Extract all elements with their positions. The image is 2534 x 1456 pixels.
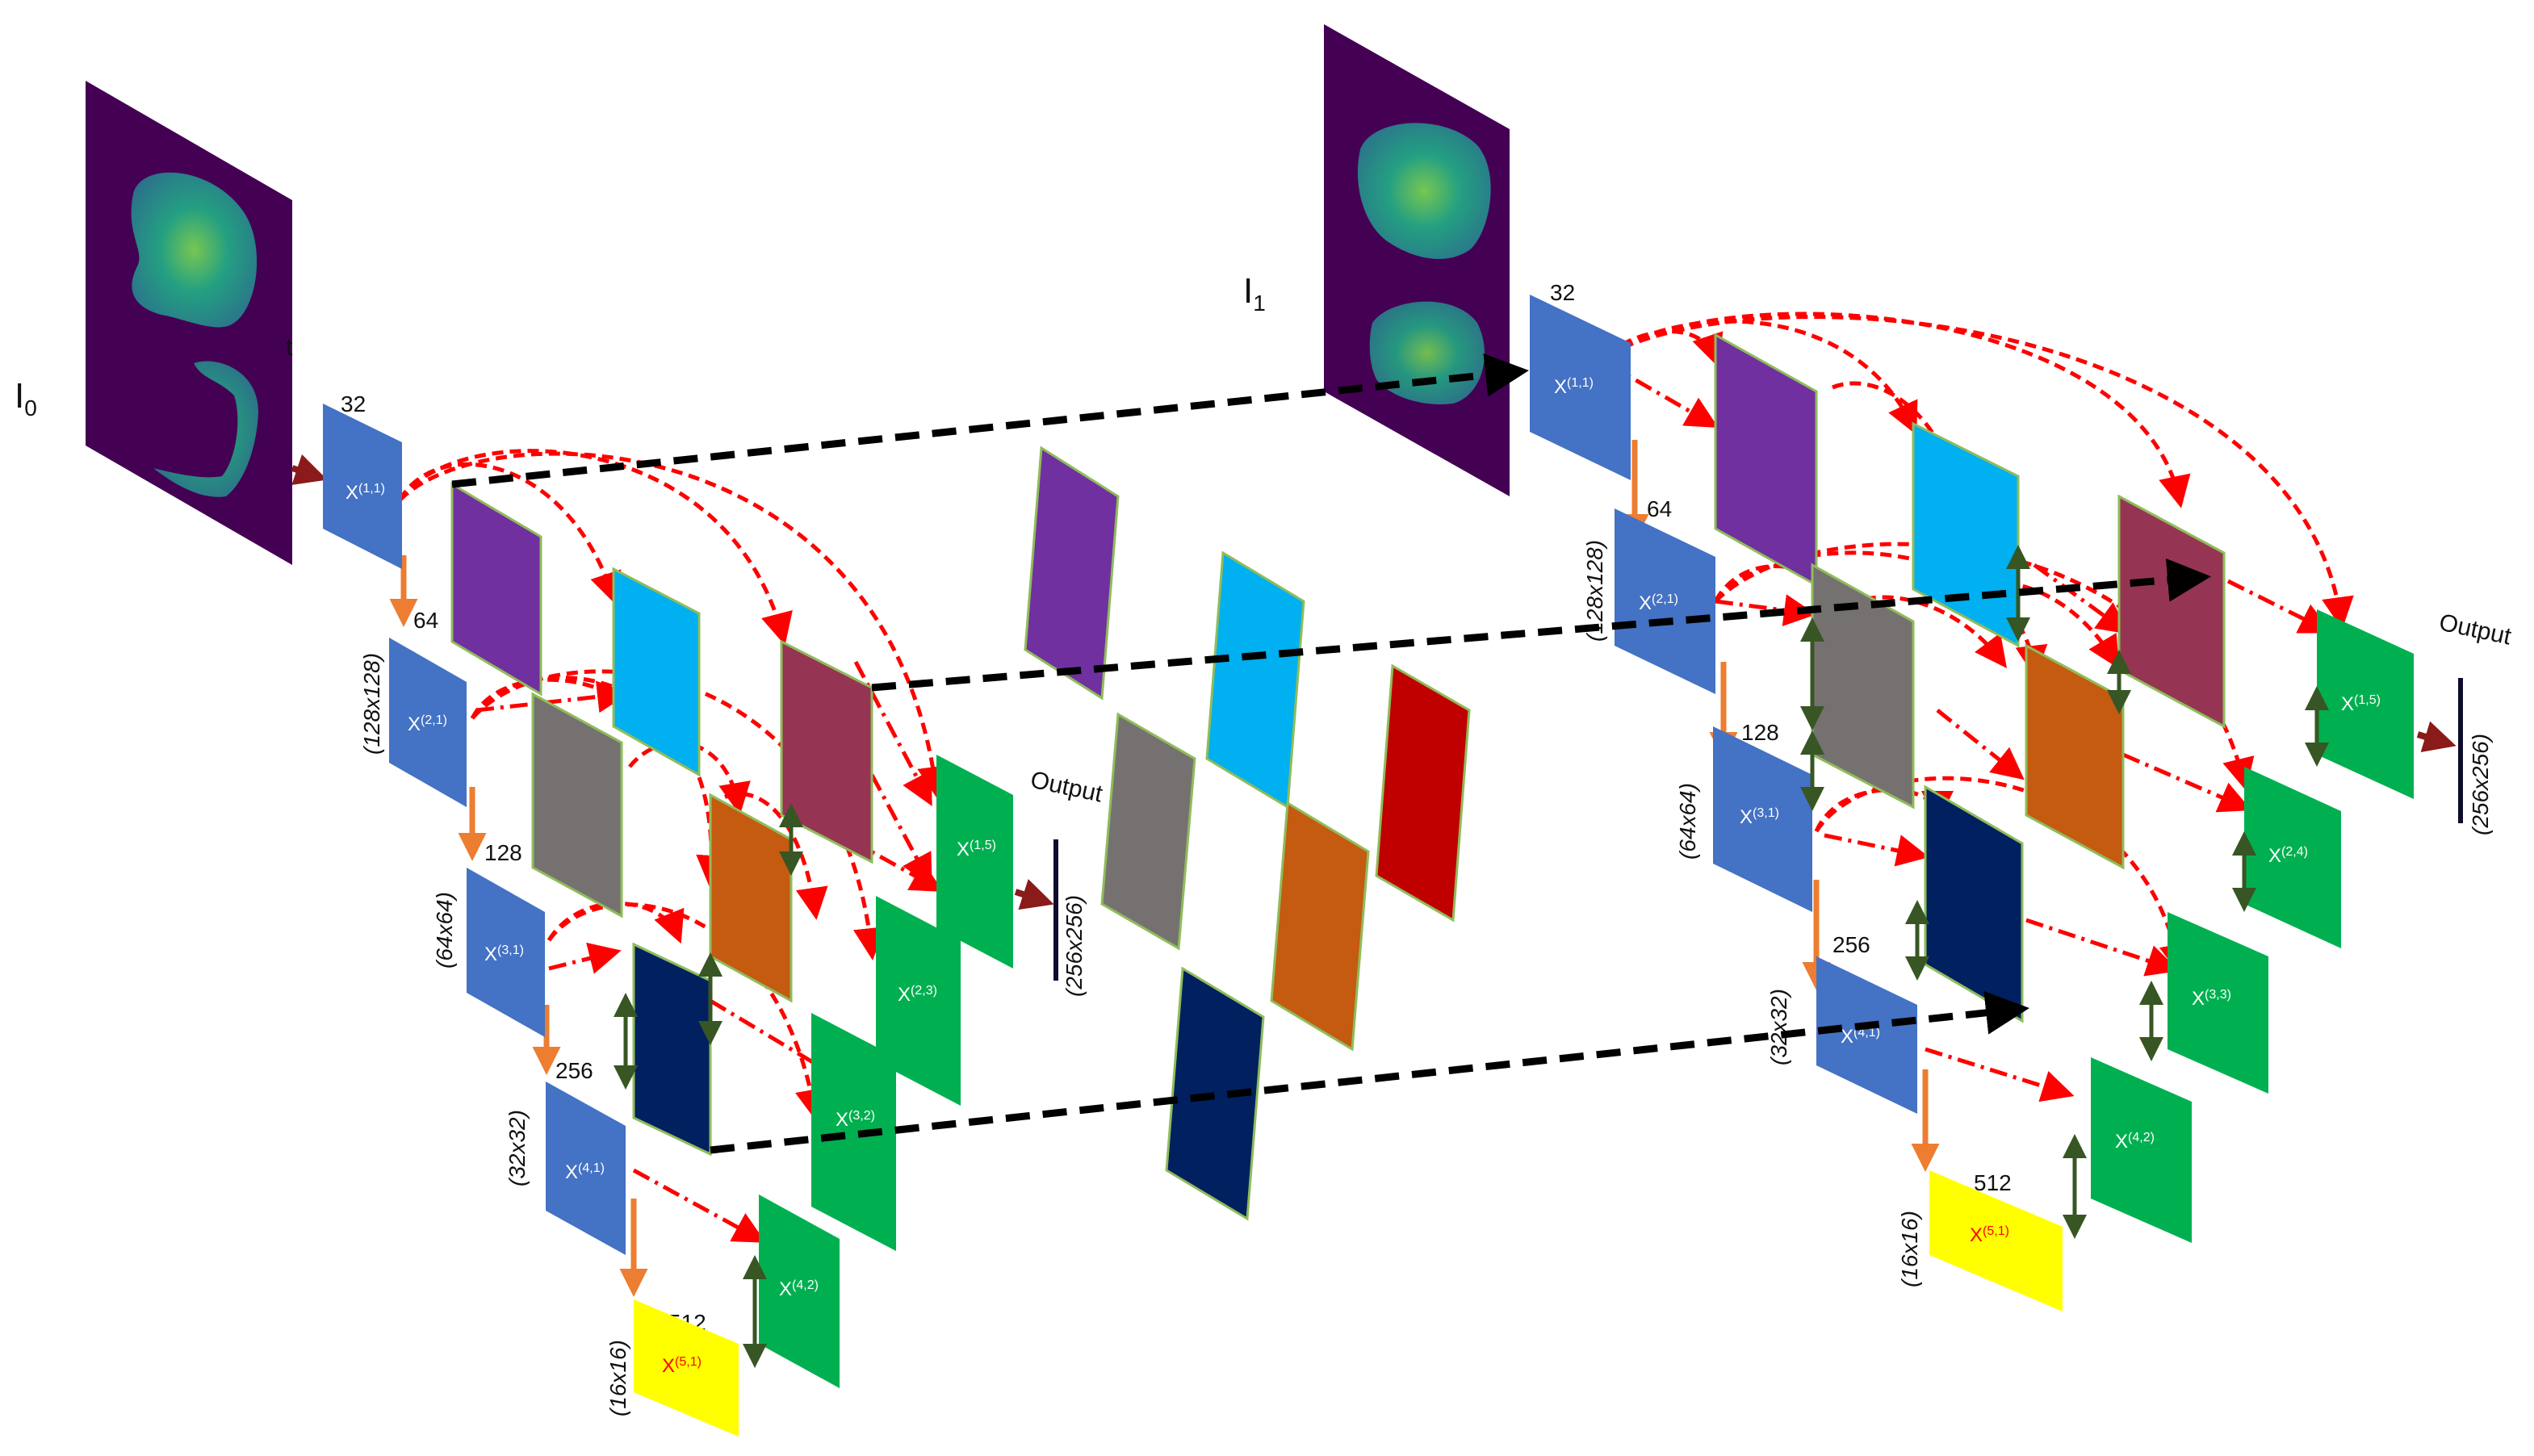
middle-red-block bbox=[1375, 663, 1471, 923]
middle-orange-block bbox=[1270, 801, 1370, 1052]
svg-text:X(2,4): X(2,4) bbox=[2268, 845, 2308, 867]
svg-text:X(4,2): X(4,2) bbox=[2115, 1131, 2155, 1153]
left-up-arrows bbox=[614, 803, 803, 1368]
input-label-left: I0 bbox=[15, 376, 37, 420]
left-node-x15: X(1,5) bbox=[936, 755, 1013, 969]
input-image-left bbox=[86, 81, 292, 565]
right-channel-128: 128 bbox=[1741, 720, 1779, 745]
middle-grey-block bbox=[1100, 712, 1196, 951]
left-network: 32 64 128 256 512 (128x128) (64x64) (32x… bbox=[323, 391, 1105, 1437]
left-channel-256: 256 bbox=[555, 1058, 593, 1083]
svg-text:X(5,1): X(5,1) bbox=[662, 1355, 702, 1377]
right-output-size: (256x256) bbox=[2468, 734, 2493, 835]
svg-text:X(2,1): X(2,1) bbox=[408, 713, 447, 735]
left-node-x23: X(2,3) bbox=[876, 896, 961, 1106]
input-image-right bbox=[1324, 24, 1510, 496]
svg-text:X(5,1): X(5,1) bbox=[1970, 1224, 2009, 1246]
right-channel-512: 512 bbox=[1974, 1170, 2012, 1195]
left-node-x42: X(4,2) bbox=[759, 1195, 840, 1388]
right-maroon-block bbox=[2117, 494, 2226, 729]
left-size-32: (32x32) bbox=[505, 1110, 530, 1186]
right-node-x51: X(5,1) bbox=[1929, 1170, 2063, 1312]
middle-blocks bbox=[1024, 446, 1471, 1221]
right-node-x33: X(3,3) bbox=[2168, 912, 2268, 1094]
right-cyan-block bbox=[1912, 421, 2020, 648]
stray-text: t bbox=[286, 334, 293, 361]
svg-text:X(2,3): X(2,3) bbox=[898, 984, 937, 1006]
left-node-x51: X(5,1) bbox=[634, 1299, 739, 1437]
left-node-x41: X(4,1) bbox=[546, 1082, 626, 1255]
svg-text:X(1,5): X(1,5) bbox=[957, 839, 996, 860]
left-node-x32: X(3,2) bbox=[811, 1013, 896, 1251]
right-node-x15: X(1,5) bbox=[2317, 609, 2414, 799]
right-node-x31: X(3,1) bbox=[1713, 726, 1812, 912]
right-up-arrows bbox=[1800, 545, 2329, 1239]
svg-text:X(3,2): X(3,2) bbox=[836, 1109, 875, 1131]
middle-cyan-block bbox=[1205, 550, 1305, 810]
left-size-16: (16x16) bbox=[605, 1340, 630, 1416]
svg-text:X(1,5): X(1,5) bbox=[2341, 693, 2381, 715]
left-node-x11: X(1,1) bbox=[323, 404, 402, 569]
right-navy-block bbox=[1924, 784, 2024, 1023]
left-output-size: (256x256) bbox=[1062, 895, 1087, 997]
svg-text:X(3,1): X(3,1) bbox=[1740, 806, 1779, 828]
right-node-x11: X(1,1) bbox=[1530, 295, 1631, 480]
right-node-x21: X(2,1) bbox=[1615, 508, 1715, 694]
right-size-32: (32x32) bbox=[1766, 989, 1791, 1065]
right-network: 32 64 128 256 512 (128x128) (64x64) (32x… bbox=[1530, 280, 2514, 1312]
left-output-bar bbox=[1053, 839, 1058, 981]
svg-text:X(2,1): X(2,1) bbox=[1639, 592, 1678, 614]
right-node-x42: X(4,2) bbox=[2091, 1057, 2192, 1243]
left-maroon-block bbox=[780, 639, 873, 864]
left-cyan-block bbox=[612, 567, 701, 777]
left-purple-block bbox=[450, 482, 542, 697]
left-grey-block bbox=[531, 692, 623, 918]
left-node-x21: X(2,1) bbox=[389, 638, 467, 807]
svg-text:X(4,1): X(4,1) bbox=[565, 1161, 605, 1183]
right-dashdot-connections bbox=[1605, 361, 2332, 1102]
input-arrow-left bbox=[291, 454, 328, 485]
left-node-x31: X(3,1) bbox=[467, 868, 545, 1037]
right-channel-64: 64 bbox=[1647, 496, 1672, 521]
right-output-arrow bbox=[2416, 721, 2457, 752]
right-node-x41: X(4,1) bbox=[1816, 956, 1917, 1114]
left-channel-64: 64 bbox=[413, 608, 438, 633]
left-channel-128: 128 bbox=[484, 840, 522, 865]
right-node-x24: X(2,4) bbox=[2244, 767, 2341, 948]
input-label-right: I1 bbox=[1243, 271, 1266, 316]
svg-text:X(4,2): X(4,2) bbox=[779, 1278, 819, 1300]
svg-text:X(3,1): X(3,1) bbox=[484, 943, 524, 965]
left-channel-32: 32 bbox=[341, 391, 366, 416]
right-output-bar bbox=[2458, 678, 2463, 823]
cross-network-connections bbox=[451, 353, 2211, 1154]
left-orange-block bbox=[709, 793, 793, 1003]
svg-text:X(1,1): X(1,1) bbox=[1554, 376, 1594, 398]
right-orange-block bbox=[2025, 643, 2125, 870]
right-size-64: (64x64) bbox=[1675, 783, 1700, 860]
right-grey-block bbox=[1811, 563, 1915, 810]
svg-text:X(3,3): X(3,3) bbox=[2192, 988, 2231, 1010]
right-channel-32: 32 bbox=[1550, 280, 1575, 305]
svg-text:X(1,1): X(1,1) bbox=[346, 482, 385, 504]
right-purple-block bbox=[1714, 333, 1818, 588]
left-output-label: Output bbox=[1028, 767, 1106, 808]
right-size-16: (16x16) bbox=[1897, 1211, 1922, 1287]
middle-purple-block bbox=[1024, 446, 1120, 701]
right-channel-256: 256 bbox=[1832, 932, 1870, 957]
left-size-128: (128x128) bbox=[359, 653, 384, 755]
right-output-label: Output bbox=[2437, 609, 2515, 651]
left-size-64: (64x64) bbox=[432, 892, 457, 969]
left-output-arrow bbox=[1014, 879, 1054, 910]
left-navy-block bbox=[632, 942, 712, 1157]
